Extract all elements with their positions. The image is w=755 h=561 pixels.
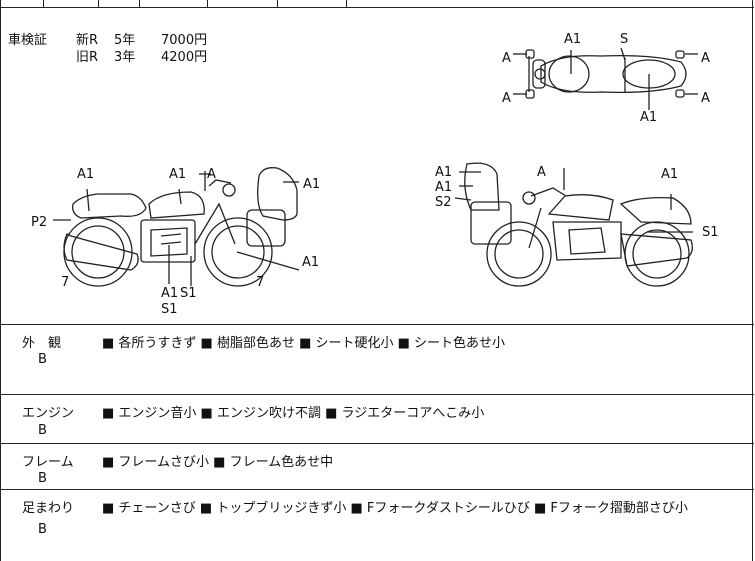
- cell-divider: [346, 0, 347, 7]
- code-a: A: [537, 165, 546, 180]
- code-a: A: [701, 91, 710, 106]
- section-notes: ■ フレームさび小 ■ フレーム色あせ中: [102, 455, 334, 470]
- cell-divider: [207, 0, 208, 7]
- code-7: 7: [61, 275, 69, 290]
- bike-top-view: [513, 47, 698, 110]
- code-s: S: [620, 32, 628, 47]
- code-s2: S2: [435, 195, 452, 210]
- code-a: A: [701, 51, 710, 66]
- cell-divider: [277, 0, 278, 7]
- section-grade: B: [38, 423, 47, 438]
- section-exterior: 外 観 B ■ 各所うすきず ■ 樹脂部色あせ ■ シート硬化小 ■ シート色あ…: [1, 325, 754, 395]
- cert-price: 7000円: [161, 33, 208, 48]
- cell-divider: [139, 0, 140, 7]
- section-label: エンジン: [22, 406, 75, 421]
- cert-years: 3年: [114, 50, 136, 65]
- code-a1: A1: [77, 167, 94, 182]
- certificate-label: 車検証: [8, 33, 48, 48]
- section-engine: エンジン B ■ エンジン音小 ■ エンジン吹け不調 ■ ラジエターコアへこみ小: [1, 395, 754, 444]
- cert-years: 5年: [114, 33, 136, 48]
- certificate-row-old: 旧R 3年 4200円: [76, 49, 207, 66]
- section-label: 足まわり: [22, 501, 75, 516]
- code-a1: A1: [661, 167, 678, 182]
- code-a1: A1: [169, 167, 186, 182]
- code-a: A: [207, 167, 216, 182]
- section-label: フレーム: [22, 455, 74, 470]
- section-label: 外 観: [22, 336, 62, 351]
- certificate-row-new: 新R 5年 7000円: [76, 32, 207, 49]
- section-suspension: 足まわり B ■ チェーンさび ■ トップブリッジきず小 ■ Fフォークダストシ…: [1, 490, 754, 561]
- cert-price: 4200円: [161, 50, 208, 65]
- bike-left-side-view: [53, 167, 300, 287]
- code-a: A: [502, 91, 511, 106]
- cert-type: 旧R: [76, 50, 99, 65]
- code-7: 7: [256, 275, 264, 290]
- code-a1: A1: [435, 165, 452, 180]
- section-grade: B: [38, 522, 47, 537]
- code-s1: S1: [702, 225, 719, 240]
- section-frame: フレーム B ■ フレームさび小 ■ フレーム色あせ中: [1, 444, 754, 490]
- section-grade: B: [38, 471, 47, 486]
- code-a1: A1: [564, 32, 581, 47]
- bike-right-side-view: [454, 162, 693, 287]
- code-a1: A1: [640, 110, 657, 125]
- cert-type: 新R: [76, 33, 99, 48]
- section-notes: ■ エンジン音小 ■ エンジン吹け不調 ■ ラジエターコアへこみ小: [102, 406, 485, 421]
- code-a: A: [502, 51, 511, 66]
- code-p2: P2: [31, 215, 47, 230]
- section-grade: B: [38, 352, 47, 367]
- motorcycle-diagrams: A A A1 S A A A1 A1 A1 A A1 P2 A1 7 7 A1 …: [31, 32, 719, 317]
- code-a1: A1: [161, 286, 178, 301]
- cell-divider: [43, 0, 44, 7]
- cell-divider: [98, 0, 99, 7]
- top-table-edge: [1, 0, 754, 8]
- damage-diagram-panel: 車検証 新R 5年 7000円 旧R 3年 4200円: [1, 8, 754, 325]
- code-s1: S1: [161, 302, 178, 317]
- code-a1: A1: [435, 180, 452, 195]
- section-notes: ■ チェーンさび ■ トップブリッジきず小 ■ Fフォークダストシールひび ■ …: [102, 501, 688, 516]
- section-notes: ■ 各所うすきず ■ 樹脂部色あせ ■ シート硬化小 ■ シート色あせ小: [102, 336, 506, 351]
- code-a1: A1: [302, 255, 319, 270]
- code-a1: A1: [303, 177, 320, 192]
- code-s1: S1: [180, 286, 197, 301]
